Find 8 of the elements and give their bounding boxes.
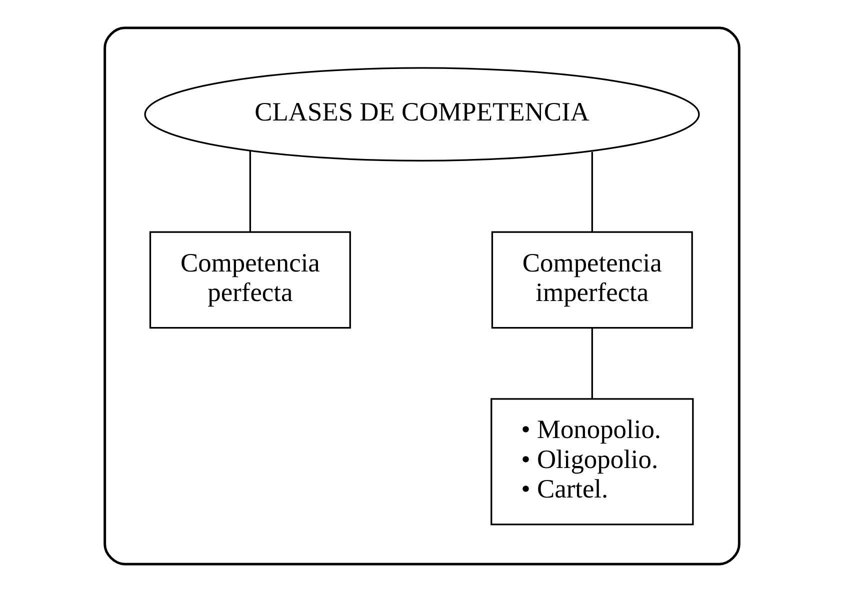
- node-box: Competencia imperfecta: [490, 231, 692, 329]
- cluster: [103, 26, 740, 566]
- connector: [590, 152, 592, 232]
- node-box: • Monopolio. • Oligopolio. • Cartel.: [490, 398, 694, 526]
- node-box: Competencia perfecta: [148, 231, 350, 329]
- connector: [248, 151, 251, 232]
- node-ellipse: CLASES DE COMPETENCIA: [144, 67, 700, 162]
- connector: [590, 328, 592, 399]
